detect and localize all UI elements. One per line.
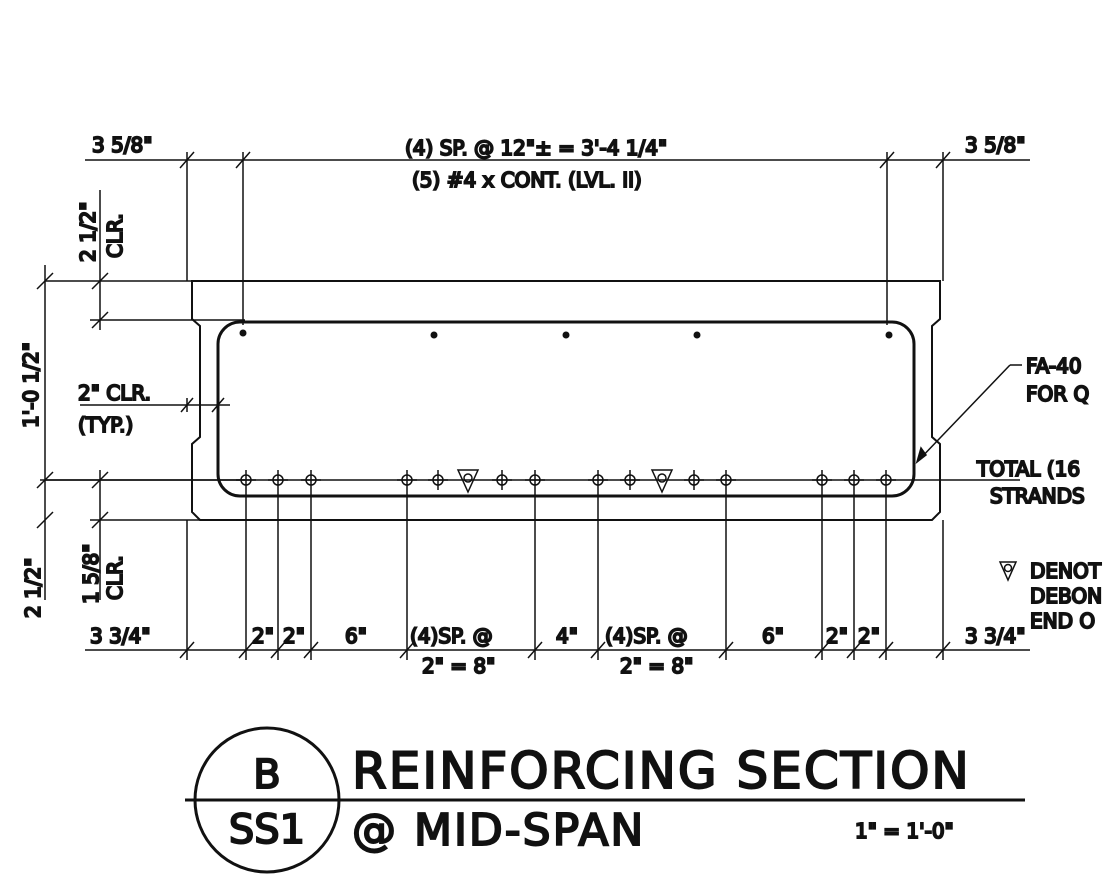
bottom-dim-2: 2" [283,624,305,648]
debond-note-line3: END O [1030,609,1095,633]
void-note-line1: FA-40 [1026,354,1082,378]
strands-note-line2: STRANDS [990,484,1085,508]
strand-debonded [650,469,674,494]
debond-note-line1: DENOT [1030,559,1102,583]
top-right-edge-dim: 3 5/8" [965,133,1025,157]
bottom-height-dim: 2 1/2" [21,558,45,618]
debond-note-line2: DEBON [1030,584,1102,608]
bottom-clear-label: CLR. [103,555,127,600]
bottom-dim-3: 6" [345,624,367,648]
bottom-group1-line2: 2" = 8" [422,654,495,678]
bottom-left-edge-dim: 3 3/4" [90,624,150,648]
bottom-dim-6: 2" [826,624,848,648]
top-clear-label: CLR. [103,213,127,258]
left-dimensions [36,190,245,600]
overall-height-dim: 1'-0 1/2" [19,342,43,428]
bottom-dim-5: 6" [762,624,784,648]
strands-note-line1: TOTAL (16 [976,457,1080,481]
side-clear-dim: 2" CLR. [78,381,151,405]
strand [301,470,321,490]
title-line1: REINFORCING SECTION [352,742,971,800]
bottom-group2-line2: 2" = 8" [620,654,693,678]
top-spacing-dim: (4) SP. @ 12"± = 3'-4 1/4" [405,136,667,160]
bottom-right-edge-dim: 3 3/4" [965,624,1025,648]
bottom-dim-7: 2" [858,624,880,648]
bottom-clear-dim: 1 5/8" [79,544,103,604]
strand [844,470,864,490]
top-bars [239,329,893,339]
bottom-group1-line1: (4)SP. @ [410,624,493,648]
strand [876,470,896,490]
strand [268,470,288,490]
strand [525,470,545,490]
bottom-dimension [85,641,1030,659]
strand [716,470,736,490]
strands [236,469,896,494]
right-leaders [915,364,1022,465]
strand [588,470,608,490]
strand [397,470,417,490]
top-bars-label: (5) #4 x CONT. (LVL. II) [412,168,642,192]
bottom-dim-1: 2" [252,624,274,648]
top-clear-dim: 2 1/2" [76,202,100,262]
strand [684,470,704,490]
scale-label: 1" = 1'-0" [855,819,954,843]
void-outline [216,320,916,498]
detail-id: B [253,752,280,798]
strand [620,470,640,490]
sheet-id: SS1 [229,807,305,853]
title-line2: @ MID-SPAN [352,805,645,856]
void-note-line2: FOR Q [1026,382,1089,406]
strand-extension-lines [186,490,944,660]
bottom-group2-line1: (4)SP. @ [605,624,688,648]
top-dimension [85,151,1030,325]
strand [428,470,448,490]
slab-outline [191,280,941,521]
strand [812,470,832,490]
strand [492,470,512,490]
detail-bubble [185,726,1025,874]
bottom-dim-4: 4" [556,624,578,648]
side-clear-typ: (TYP.) [78,413,133,437]
top-left-edge-dim: 3 5/8" [92,133,152,157]
strand-debonded [456,469,480,494]
debond-legend-icon [998,561,1018,582]
